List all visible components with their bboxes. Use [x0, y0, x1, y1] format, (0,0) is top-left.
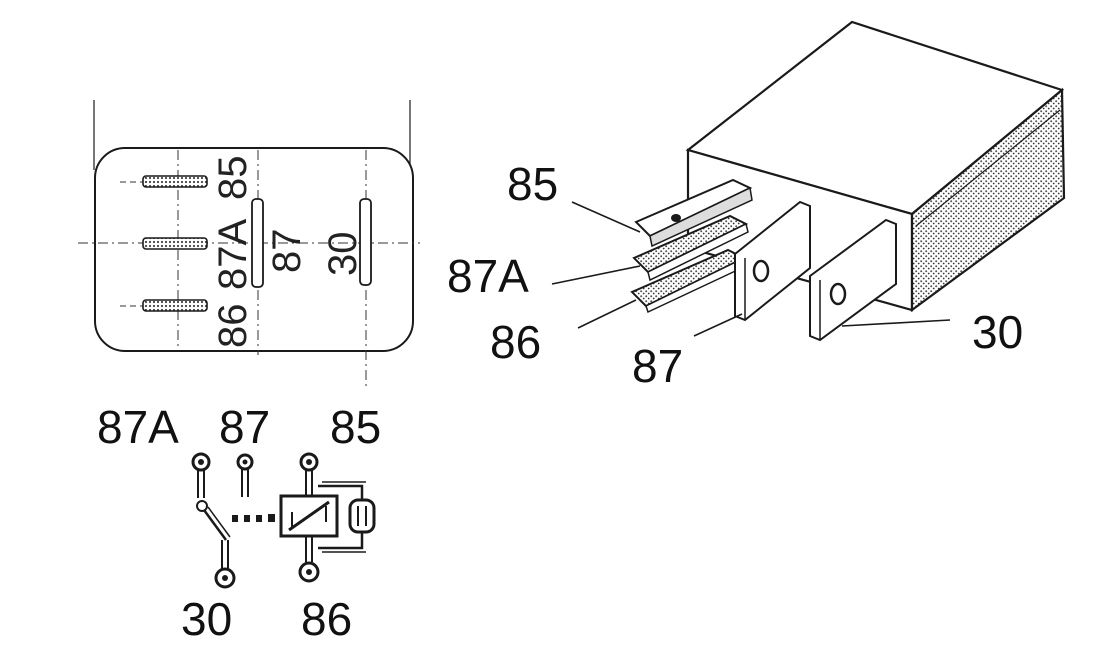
switch-contact-icon [191, 452, 275, 589]
label-85-iso: 85 [507, 158, 558, 210]
blade-87a-edge [647, 222, 749, 282]
relay-coil-icon [279, 452, 376, 583]
pin-slot-30 [359, 198, 372, 286]
pin-slot-86 [142, 299, 208, 312]
blade-87-hole [752, 259, 770, 283]
label-87-rotated: 87 [265, 229, 309, 274]
label-87a-iso: 87A [447, 250, 529, 302]
label-86-iso: 86 [490, 316, 541, 368]
relay-side-face [910, 87, 1066, 313]
label-87-iso: 87 [632, 340, 683, 392]
label-86-rotated: 86 [211, 304, 255, 349]
leader-30 [841, 319, 951, 327]
label-87-schematic: 87 [219, 401, 270, 453]
blade-30 [809, 218, 897, 342]
pin-slot-87 [251, 198, 264, 288]
relay-edge-highlight [915, 109, 1061, 227]
blade-30-hole [829, 282, 847, 306]
leader-85 [571, 201, 641, 233]
leader-86 [577, 299, 637, 329]
label-30-rotated: 30 [321, 232, 365, 277]
blade-85-edge [649, 186, 753, 248]
label-86-schematic: 86 [301, 593, 352, 645]
blade-87 [734, 200, 811, 322]
pin-slot-87a [142, 237, 208, 250]
blade-85-hole [671, 214, 681, 222]
leader-87a [551, 265, 641, 285]
label-30-iso: 30 [972, 306, 1023, 358]
leader-87 [693, 313, 743, 337]
relay-footprint-outline [94, 147, 414, 352]
label-87a-schematic: 87A [97, 401, 179, 453]
schematic-view: 87A 87 85 30 86 [97, 401, 381, 645]
label-30-schematic: 30 [181, 593, 232, 645]
pin-footprint-view: 86 87A 85 87 30 [78, 100, 420, 390]
label-85-rotated: 85 [211, 156, 255, 201]
relay-isometric-view: 85 87A 86 87 30 [447, 20, 1066, 392]
label-85-schematic: 85 [330, 401, 381, 453]
pin-slot-85 [142, 175, 208, 188]
label-87a-rotated: 87A [211, 219, 255, 290]
